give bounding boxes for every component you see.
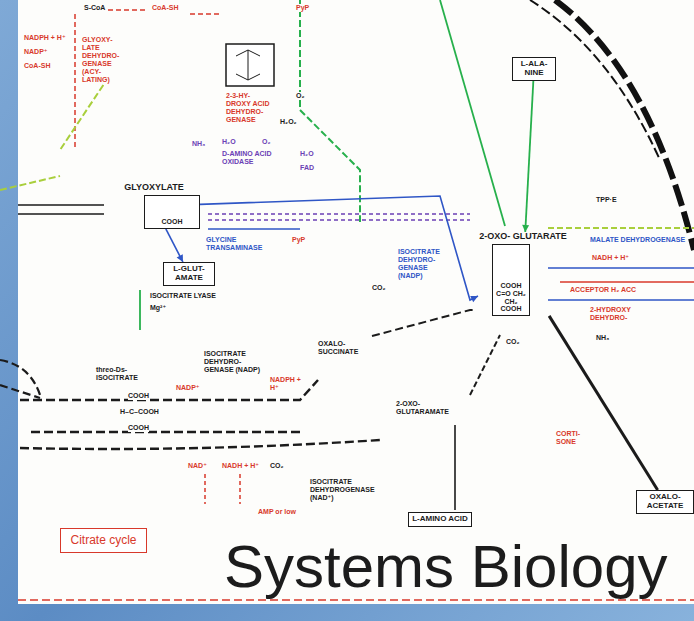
reaction-line bbox=[208, 228, 300, 230]
chart-label: CO₂ bbox=[372, 284, 386, 292]
chart-label: NADP⁺ bbox=[176, 384, 200, 392]
metabolite-box: L-GLUT- AMATE bbox=[163, 262, 215, 286]
chart-label: ACCEPTOR H₂ ACC bbox=[570, 286, 636, 294]
metabolite-name: L-ALA- NINE bbox=[516, 60, 552, 78]
reaction-line bbox=[560, 281, 694, 283]
chart-label: S-CoA bbox=[84, 4, 105, 12]
chart-label: CoA-SH bbox=[24, 62, 50, 70]
chart-label: NH₃ bbox=[596, 334, 609, 342]
chart-label: ISOCITRATE DEHYDRO- GENASE (NADP) bbox=[204, 350, 260, 374]
chart-label: MALATE DEHYDROGENASE bbox=[590, 236, 685, 244]
reaction-arrow bbox=[549, 316, 658, 490]
chart-label: ISOCITRATE DEHYDROGENASE (NAD⁺) bbox=[310, 478, 390, 502]
chart-label: CoA-SH bbox=[152, 4, 178, 12]
chart-label: O₂ bbox=[296, 92, 305, 100]
metabolite-box: L-AMINO ACID bbox=[408, 512, 472, 527]
metabolite-box: L-ALA- NINE bbox=[512, 57, 556, 81]
chart-label: COOH bbox=[128, 424, 149, 432]
cycle-name: Citrate cycle bbox=[70, 534, 137, 547]
chart-label: NADPH + H⁺ bbox=[24, 34, 66, 42]
reaction-arrow bbox=[525, 81, 533, 232]
chart-label: ISOCITRATE DEHYDRO- GENASE (NADP) bbox=[398, 248, 446, 280]
chart-label: Mg²⁺ bbox=[150, 304, 166, 312]
chart-label: O₂ bbox=[262, 138, 271, 146]
chart-label: GLYCINE TRANSAMINASE bbox=[206, 236, 288, 252]
metabolite-structure: 2-OXO- GLUTARATE COOH C=O CH₂ CH₂ COOH bbox=[478, 232, 568, 316]
arrow-head bbox=[177, 254, 183, 262]
metabolite-name: 2-OXO- GLUTARATE bbox=[478, 232, 568, 242]
chart-label: PyP bbox=[292, 236, 305, 244]
reaction-line bbox=[470, 335, 500, 395]
cycle-box: Citrate cycle bbox=[60, 528, 147, 553]
metabolite-structure: GLYOXYLATE COOH bbox=[108, 183, 200, 229]
chart-label: NH₃ bbox=[192, 140, 205, 148]
reaction-line bbox=[372, 310, 476, 336]
chart-label: NAD⁺ bbox=[188, 462, 207, 470]
reaction-line bbox=[20, 440, 380, 449]
cycle-arc bbox=[555, 0, 694, 250]
structure-box bbox=[226, 44, 274, 86]
chart-label: threo-Ds- ISOCITRATE bbox=[96, 366, 146, 382]
metabolite-name: L-GLUT- AMATE bbox=[167, 265, 211, 283]
reaction-line bbox=[30, 431, 300, 433]
metabolite-name: OXALO- ACETATE bbox=[640, 493, 690, 511]
reaction-arrow bbox=[200, 196, 478, 300]
reaction-line bbox=[548, 268, 694, 300]
chart-label: H–C–COOH bbox=[120, 408, 159, 416]
reaction-line bbox=[548, 227, 694, 229]
slide-title: Systems Biology bbox=[222, 537, 670, 597]
chart-label: H₂O bbox=[300, 150, 314, 158]
chart-label: CORTI- SONE bbox=[556, 430, 592, 446]
chart-label: 2-3-HY- DROXY ACID DEHYDRO- GENASE bbox=[226, 92, 272, 124]
chart-label: CO₂ bbox=[270, 462, 284, 470]
chart-label: NADP⁺ bbox=[24, 48, 48, 56]
chart-label: NADPH + H⁺ bbox=[270, 376, 304, 392]
chart-label: 2-HYDROXY DEHYDRO- bbox=[590, 306, 650, 322]
structure-formula: COOH bbox=[144, 195, 200, 229]
chart-label: COOH bbox=[128, 392, 149, 400]
reaction-line bbox=[0, 360, 40, 398]
reaction-line bbox=[18, 205, 104, 214]
reaction-line bbox=[440, 0, 505, 226]
metabolite-name: GLYOXYLATE bbox=[108, 183, 200, 193]
metabolite-box: OXALO- ACETATE bbox=[636, 490, 694, 514]
chart-label: GLYOXY- LATE DEHYDRO- GENASE (ACY- LATIN… bbox=[82, 36, 124, 84]
chart-label: H₂O₂ bbox=[280, 118, 297, 126]
chart-label: NADH + H⁺ bbox=[592, 254, 629, 262]
arrow-head bbox=[470, 296, 478, 302]
reaction-arrow bbox=[166, 229, 183, 262]
reaction-line bbox=[75, 10, 222, 150]
chart-label: CO₂ bbox=[506, 338, 520, 346]
chart-label: PyP bbox=[296, 4, 309, 12]
chart-paper bbox=[18, 0, 694, 604]
chart-label: ISOCITRATE LYASE bbox=[150, 292, 216, 300]
chart-label: 2-OXO- GLUTARAMATE bbox=[396, 400, 452, 416]
chart-label: OXALO- SUCCINATE bbox=[318, 340, 368, 356]
structure-formula: COOH C=O CH₂ CH₂ COOH bbox=[492, 244, 530, 316]
chart-label: AMP or low bbox=[258, 508, 296, 516]
chart-label: TPP·E bbox=[596, 196, 617, 204]
reaction-line bbox=[208, 214, 470, 220]
metabolite-name: L-AMINO ACID bbox=[412, 515, 468, 524]
chart-label: NADH + H⁺ bbox=[222, 462, 259, 470]
chart-label: D-AMINO ACID OXIDASE bbox=[222, 150, 296, 166]
ring-structure bbox=[236, 50, 260, 80]
reaction-line bbox=[139, 290, 141, 330]
reaction-line bbox=[18, 599, 694, 601]
chart-label: FAD bbox=[300, 164, 314, 172]
chart-label: H₂O bbox=[222, 138, 236, 146]
arrow-head bbox=[522, 225, 529, 232]
reaction-line bbox=[205, 474, 240, 504]
reaction-line bbox=[300, 0, 360, 222]
reaction-line bbox=[454, 425, 456, 510]
